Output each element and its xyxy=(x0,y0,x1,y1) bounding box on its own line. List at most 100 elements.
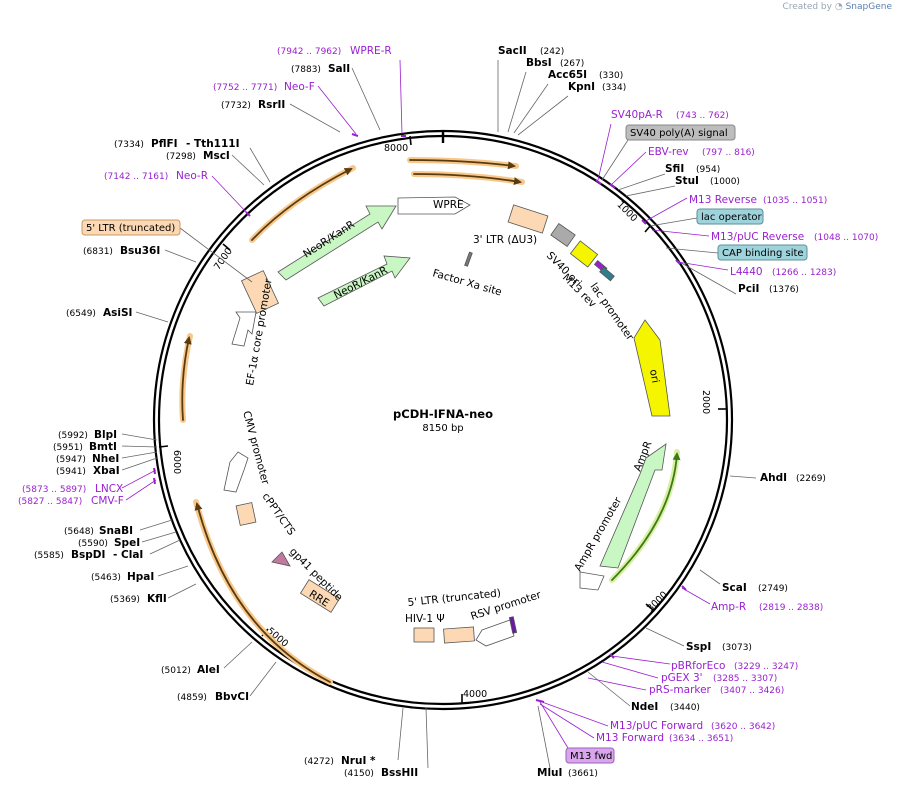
enzyme-sfii: SfiI xyxy=(665,163,684,175)
primer-l4440-pos: (1266 .. 1283) xyxy=(772,268,836,278)
primer-neo-r: Neo-R xyxy=(176,170,208,182)
primer-wpre-r-pos: (7942 .. 7962) xyxy=(277,47,341,57)
lac-promoter-label: lac promoter xyxy=(588,281,637,343)
enzyme-kpni: KpnI xyxy=(568,81,595,93)
enzyme-sacii-pos: (242) xyxy=(540,47,564,57)
neokan-outer-arrow xyxy=(277,205,397,281)
enzyme-hpai-pos: (5463) xyxy=(91,573,121,583)
box-sv40polya xyxy=(625,124,736,141)
leader-bmti xyxy=(121,445,158,448)
primer-mark-amp-r xyxy=(681,585,687,591)
enzyme-tth111i: - Tth111I xyxy=(186,138,240,150)
connector-cap xyxy=(665,247,719,254)
enzyme-labels: SacII (242) BbsI (267) Acc65I (330) KpnI… xyxy=(34,45,826,779)
primer-m13-reverse: M13 Reverse xyxy=(689,194,757,206)
enzyme-rsrii-pos: (7732) xyxy=(221,101,251,111)
primer-mark-sv40pa-r xyxy=(595,179,602,185)
box-cap-text: CAP binding site xyxy=(722,248,804,259)
credit-text: Created by xyxy=(782,2,832,12)
enzyme-ndei-pos: (3440) xyxy=(670,703,700,713)
enzyme-bspdi-pos: (5585) xyxy=(34,551,64,561)
leader-mlui xyxy=(537,705,551,769)
leader-bbvci xyxy=(249,661,277,697)
primer-lncx: LNCX xyxy=(95,483,123,495)
leader-pflfi xyxy=(249,147,271,183)
primer-mark-m13fwd xyxy=(535,699,545,703)
primer-line-m13puc-rev xyxy=(651,229,710,237)
orf-left xyxy=(181,336,192,421)
outer-orfs xyxy=(179,157,681,685)
ampr-arrow xyxy=(599,443,667,569)
box-m13fwd-text: M13 fwd xyxy=(570,751,612,762)
cmv-promoter-label: CMV promoter xyxy=(240,410,271,487)
ef1a-arrow xyxy=(231,311,257,347)
primer-prs-marker: pRS-marker xyxy=(649,684,712,696)
primer-m13-forward-pos: (3634 .. 3651) xyxy=(669,734,733,744)
cppt-label: cPPT/CTS xyxy=(260,491,298,538)
rsv-promoter-arrow xyxy=(475,619,515,647)
primer-line-neo-r xyxy=(211,175,249,215)
leader-xbai xyxy=(121,457,158,471)
boxed-labels: SV40 poly(A) signal lac operator CAP bin… xyxy=(81,124,808,764)
enzyme-bmti-pos: (5951) xyxy=(53,443,83,453)
leader-brui xyxy=(397,707,404,761)
primer-mark-lncx xyxy=(153,467,156,475)
primer-cmv-f-pos: (5827 .. 5847) xyxy=(18,497,82,507)
leader-bsshii xyxy=(425,707,429,769)
enzyme-sacii: SacII xyxy=(498,45,527,57)
primer-line-sv40pa-r xyxy=(597,123,612,181)
enzyme-bbsi-pos: (267) xyxy=(560,59,584,69)
box-5ltr xyxy=(81,219,181,236)
leader-rsrii xyxy=(289,103,341,133)
enzyme-stui-pos: (1000) xyxy=(710,177,740,187)
enzyme-sali: SalI xyxy=(328,63,350,75)
enzyme-nhei: NheI xyxy=(92,453,119,465)
credit-brand: SnapGene xyxy=(845,2,892,12)
leader-bspdi xyxy=(149,539,181,555)
enzyme-mlui: MluI xyxy=(537,767,562,779)
orf-top-2 xyxy=(413,173,522,186)
enzyme-mlui-pos: (3661) xyxy=(568,769,598,779)
ori-label: ori xyxy=(647,368,661,384)
enzyme-kfli-pos: (5369) xyxy=(110,595,140,605)
rre-box xyxy=(299,579,341,613)
leader-sspi xyxy=(645,627,685,647)
primer-neo-f-pos: (7752 .. 7771) xyxy=(213,83,277,93)
orf-lower-left xyxy=(194,502,331,683)
primer-m13puc-forward-pos: (3620 .. 3642) xyxy=(711,722,775,732)
tick-6000: 6000 xyxy=(171,450,182,474)
leader-nhei xyxy=(121,451,158,459)
enzyme-ndei: NdeI xyxy=(631,701,658,713)
enzyme-pflfi-pos: (7334) xyxy=(114,140,144,150)
enzyme-asisi: AsiSI xyxy=(103,307,132,319)
primer-site-marks xyxy=(153,133,687,703)
enzyme-blpi-pos: (5992) xyxy=(58,431,88,441)
leader-snabi xyxy=(139,519,173,531)
primer-m13puc-reverse: M13/pUC Reverse xyxy=(711,231,804,243)
primer-lncx-pos: (5873 .. 5897) xyxy=(22,485,86,495)
enzyme-spei: SpeI xyxy=(114,537,140,549)
gp41-arrow xyxy=(271,551,291,567)
primer-l4440: L4440 xyxy=(730,266,763,278)
wpre-arrow xyxy=(397,196,471,215)
ampr-promoter-arrow xyxy=(579,571,605,591)
enzyme-rsrii: RsrII xyxy=(258,99,285,111)
leader-spei xyxy=(141,531,177,543)
primer-pgex3: pGEX 3' xyxy=(661,672,703,684)
primer-mark-ebv-rev xyxy=(609,183,616,189)
enzyme-scai-pos: (2749) xyxy=(758,584,788,594)
box-lac-operator xyxy=(696,208,764,225)
primer-line-m13fwd xyxy=(539,703,595,739)
leader-sali xyxy=(351,67,381,131)
enzyme-snabi: SnaBI xyxy=(99,525,133,537)
primer-line-neo-f xyxy=(317,85,357,135)
enzyme-pflfi: PflFI xyxy=(151,138,178,150)
tick-4000: 4000 xyxy=(463,689,487,700)
box-m13fwd xyxy=(565,747,615,764)
leader-kfli xyxy=(167,583,197,599)
primer-line-prs-marker xyxy=(587,677,647,691)
enzyme-bsshii-pos: (4150) xyxy=(344,769,374,779)
enzyme-pcii: PciI xyxy=(738,283,759,295)
primer-line-m13rev xyxy=(643,197,688,223)
orf-right-green xyxy=(611,452,681,581)
